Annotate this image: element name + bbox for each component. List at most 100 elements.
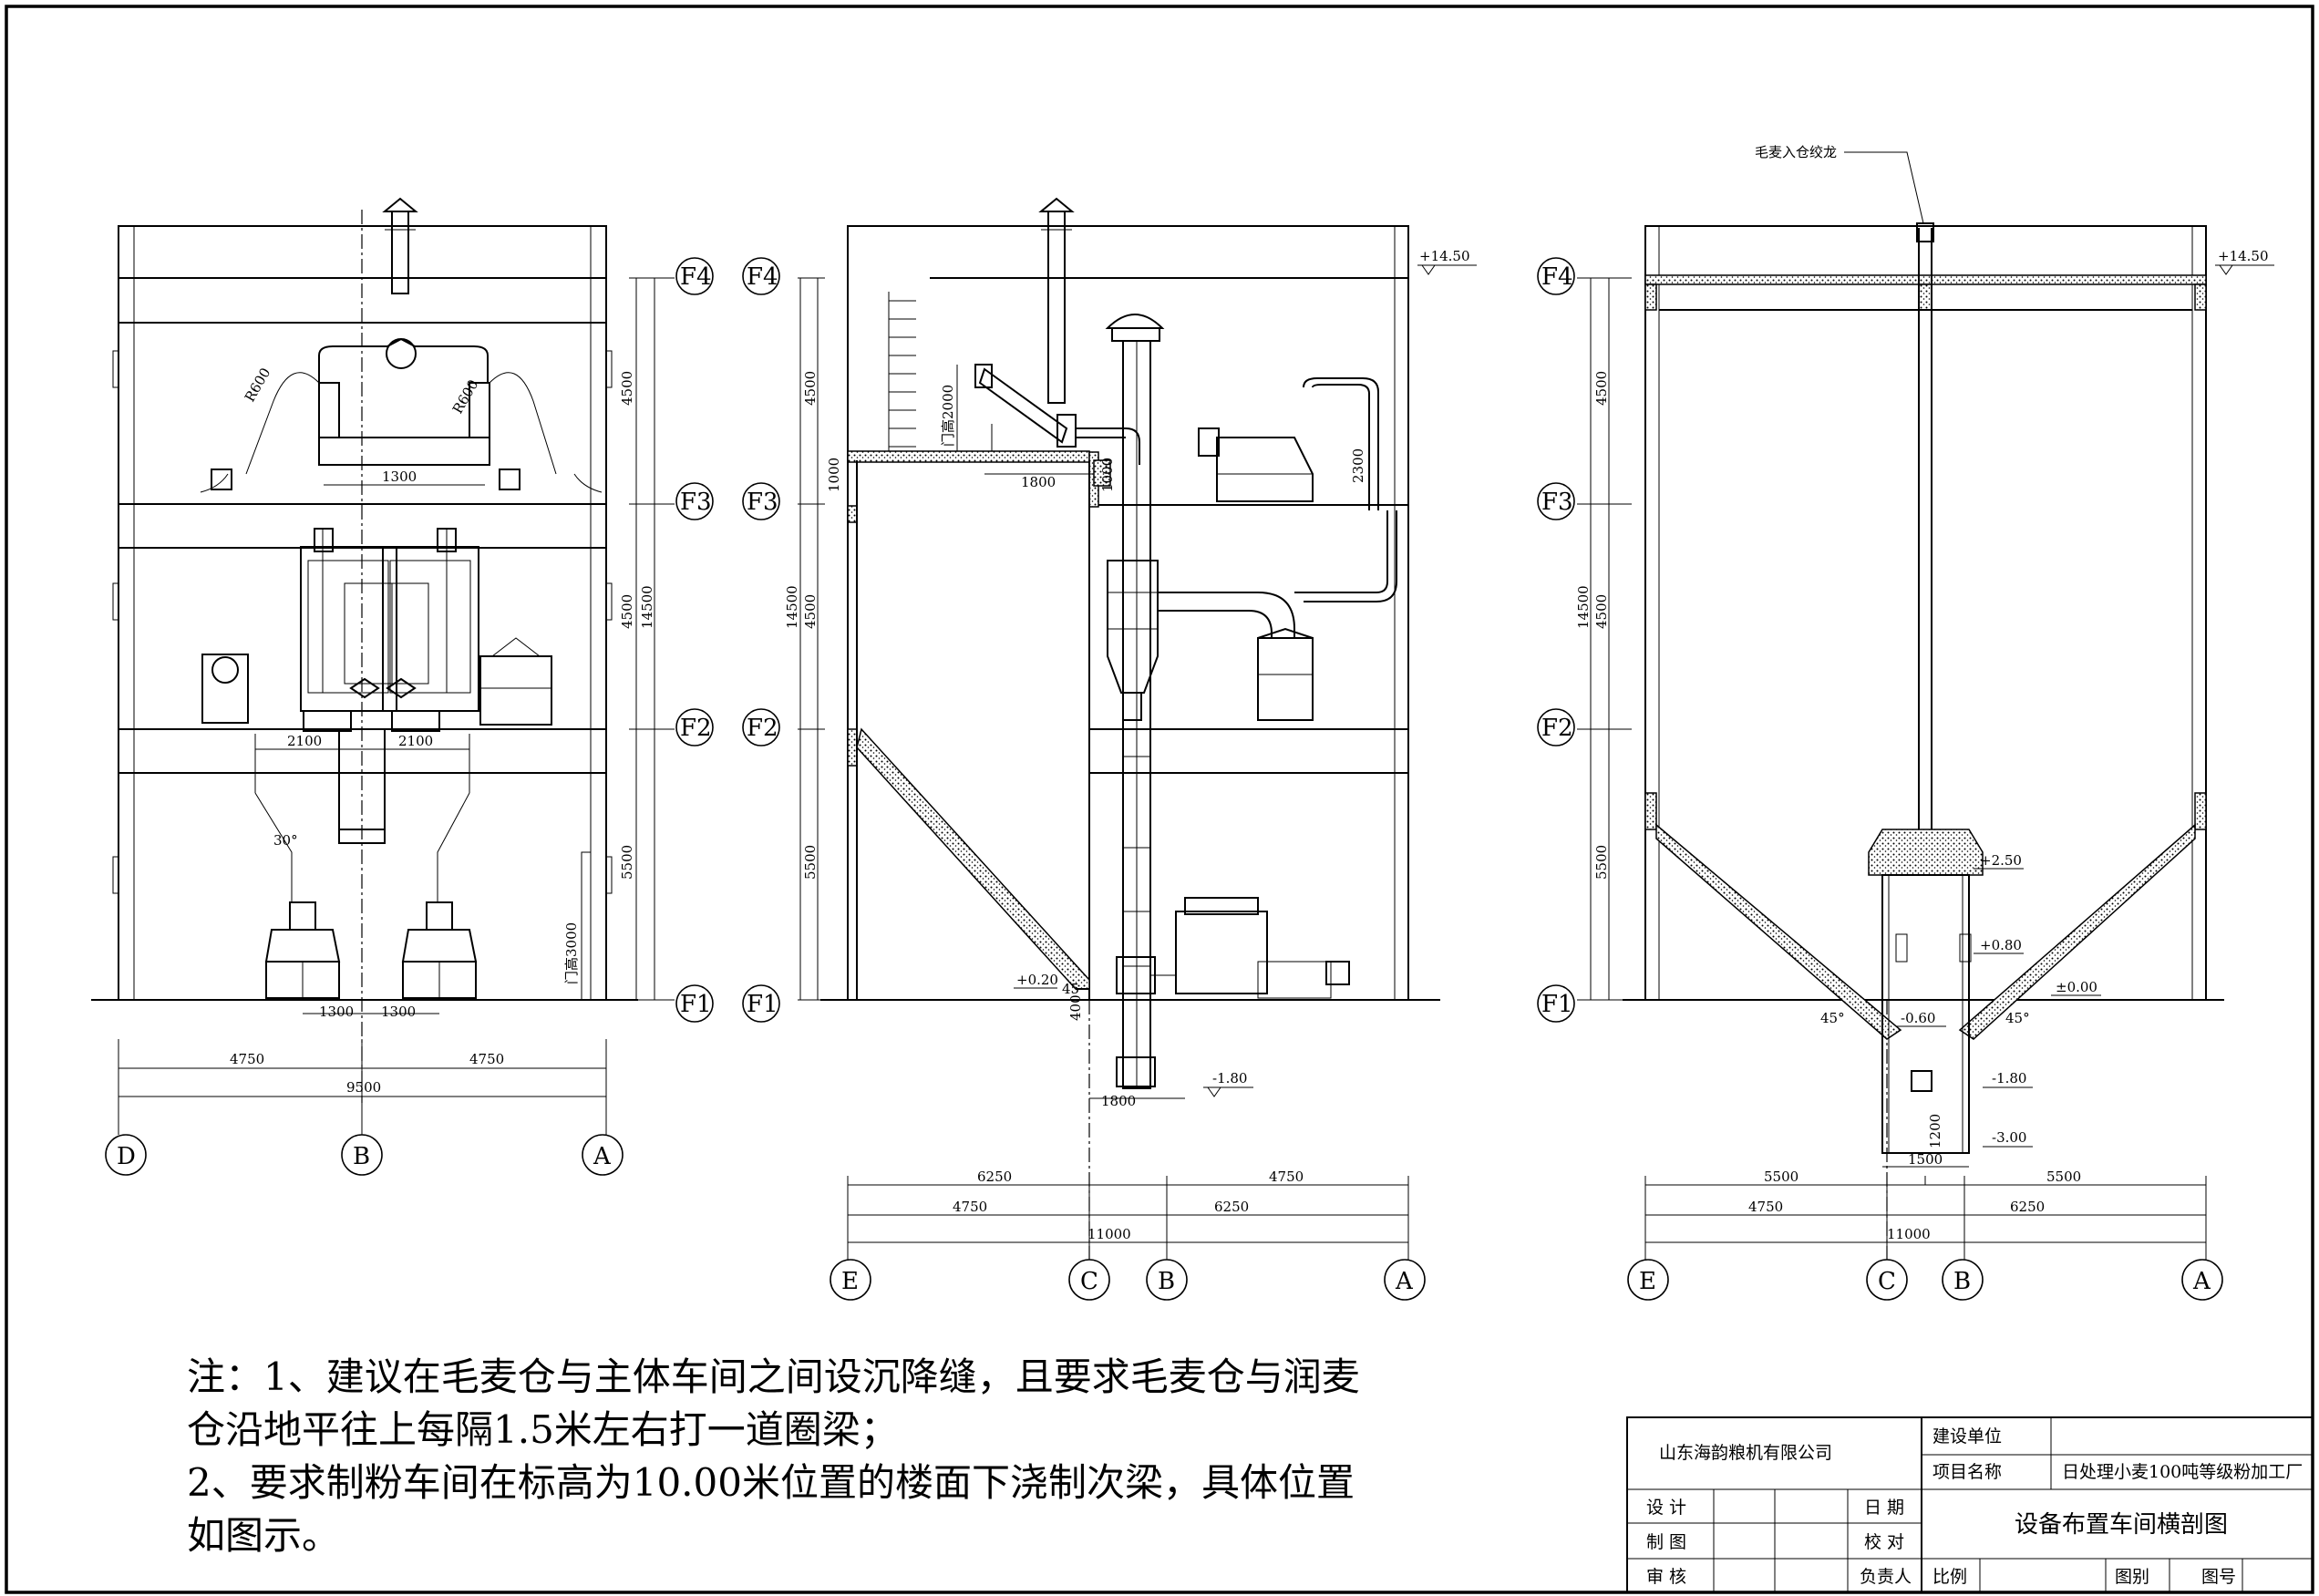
svg-text:E: E <box>841 1268 859 1295</box>
svg-text:F1: F1 <box>680 991 712 1018</box>
tb-number: 图号 <box>2201 1567 2236 1587</box>
svg-text:A: A <box>2192 1268 2211 1295</box>
svg-text:E: E <box>1639 1268 1656 1295</box>
dim-mid-4500-top: 4500 <box>802 371 819 406</box>
tb-project-value: 日处理小麦100吨等级粉加工厂 <box>2062 1462 2303 1482</box>
packer-right <box>401 901 478 999</box>
svg-text:A: A <box>593 1143 612 1170</box>
dim-mid-4750-top: 4750 <box>1269 1169 1304 1185</box>
axis-bubble-a-left: A <box>582 1134 624 1176</box>
dim-right-14500: 14500 <box>1575 585 1592 629</box>
axis-bubble-b-mid: B <box>1146 1259 1188 1301</box>
svg-text:F4: F4 <box>680 263 712 291</box>
dim-mid-2300: 2300 <box>1350 448 1366 483</box>
dim-mid-1000-right: 1000 <box>1099 458 1116 492</box>
svg-text:B: B <box>1158 1268 1175 1295</box>
svg-text:C: C <box>1878 1268 1896 1295</box>
svg-text:C: C <box>1080 1268 1098 1295</box>
note-line-1: 注：1、建议在毛麦仓与主体车间之间设沉降缝，且要求毛麦仓与润麦 <box>187 1354 1360 1399</box>
floor-bubble-f1-mid: F1 <box>742 984 780 1023</box>
dim-right-5500-l: 5500 <box>1764 1169 1799 1185</box>
floor-bubble-f3-mid: F3 <box>742 482 780 520</box>
dim-1300-bottom-right: 1300 <box>381 1004 416 1020</box>
tb-company: 山东海韵粮机有限公司 <box>1659 1443 1832 1463</box>
dim-right-5500-r: 5500 <box>2046 1169 2081 1185</box>
dim-mid-11000: 11000 <box>1087 1226 1131 1242</box>
floor-bubble-f4-left: F4 <box>675 257 714 295</box>
elev-right-top: +14.50 <box>2218 248 2269 264</box>
dim-right-11000: 11000 <box>1887 1226 1931 1242</box>
left-section: R600 R600 1300 2100 2100 <box>91 197 714 1176</box>
dim-right-6250: 6250 <box>2010 1199 2045 1215</box>
tb-review: 审 核 <box>1646 1567 1686 1587</box>
tb-drawing-title: 设备布置车间横剖图 <box>2015 1511 2228 1539</box>
elev-r-m300: -3.00 <box>1992 1129 2026 1146</box>
right-section: 4500 4500 5500 14500 F4 F3 F2 F1 毛麦入仓绞龙 <box>1537 144 2274 1301</box>
axis-bubble-e-mid: E <box>830 1259 871 1301</box>
floor-bubble-f3-right: F3 <box>1537 482 1575 520</box>
tb-date: 日 期 <box>1864 1498 1904 1518</box>
middle-section: 4500 4500 5500 14500 F4 F3 F2 F1 <box>742 197 1477 1301</box>
dim-1300-top: 1300 <box>382 469 417 485</box>
svg-text:D: D <box>117 1143 136 1170</box>
dim-9500: 9500 <box>346 1079 381 1096</box>
dim-left-4500-mid: 4500 <box>619 594 635 629</box>
label-door-3000: 门高3000 <box>563 922 580 984</box>
axis-bubble-e-right: E <box>1627 1259 1669 1301</box>
axis-bubble-d-left: D <box>105 1134 147 1176</box>
elev-r-m060: -0.60 <box>1901 1010 1935 1026</box>
note-line-2: 仓沿地平往上每隔1.5米左右打一道圈梁； <box>187 1407 899 1452</box>
svg-text:F2: F2 <box>1541 715 1573 742</box>
floor-bubble-f4-mid: F4 <box>742 257 780 295</box>
tb-design: 设 计 <box>1646 1498 1686 1518</box>
elev-mid-020: +0.20 <box>1016 972 1058 988</box>
dim-mid-1800-top: 1800 <box>1021 474 1056 490</box>
tb-category: 图别 <box>2115 1567 2149 1587</box>
dim-right-5500: 5500 <box>1593 845 1610 880</box>
dim-2100-left: 2100 <box>287 733 322 749</box>
tb-responsible: 负责人 <box>1860 1567 1912 1587</box>
svg-text:F1: F1 <box>747 991 778 1018</box>
axis-bubble-a-right: A <box>2181 1259 2223 1301</box>
axis-bubble-c-mid: C <box>1068 1259 1110 1301</box>
axis-bubble-b-left: B <box>341 1134 383 1176</box>
dim-mid-4500-mid: 4500 <box>802 594 819 629</box>
elev-r-080: +0.80 <box>1980 937 2022 953</box>
axis-bubble-c-right: C <box>1866 1259 1908 1301</box>
floor-bubble-f1-right: F1 <box>1537 984 1575 1023</box>
dim-right-1200: 1200 <box>1927 1114 1943 1148</box>
tb-client-label: 建设单位 <box>1932 1426 2002 1447</box>
callout-wheat-conveyor: 毛麦入仓绞龙 <box>1755 144 1837 160</box>
drawing-frame <box>5 5 2314 1594</box>
floor-bubble-f3-left: F3 <box>675 482 714 520</box>
floor-bubble-f2-left: F2 <box>675 708 714 747</box>
dim-left-5500: 5500 <box>619 845 635 880</box>
note-line-4: 如图示。 <box>187 1513 340 1558</box>
dim-right-45-r: 45° <box>2005 1010 2030 1026</box>
svg-text:F3: F3 <box>1541 489 1573 516</box>
dim-4750-b: 4750 <box>469 1051 504 1067</box>
notes-block: 注：1、建议在毛麦仓与主体车间之间设沉降缝，且要求毛麦仓与润麦 仓沿地平往上每隔… <box>187 1354 1360 1558</box>
title-block: 山东海韵粮机有限公司 设 计 制 图 审 核 日 期 校 对 负责人 建设单位 … <box>1626 1416 2314 1593</box>
svg-text:A: A <box>1395 1268 1414 1295</box>
packer-left <box>264 901 341 999</box>
tb-project-label: 项目名称 <box>1932 1462 2002 1482</box>
svg-text:F3: F3 <box>747 489 778 516</box>
svg-text:B: B <box>353 1143 370 1170</box>
floor-bubble-f4-right: F4 <box>1537 257 1575 295</box>
elev-r-250: +2.50 <box>1980 852 2022 869</box>
tb-scale: 比例 <box>1932 1567 1967 1587</box>
svg-text:F2: F2 <box>747 715 778 742</box>
dim-mid-400: 400 <box>1067 994 1084 1021</box>
dim-right-45-l: 45° <box>1820 1010 1845 1026</box>
dim-mid-6250-top: 6250 <box>977 1169 1012 1185</box>
dim-mid-6250-bottom: 6250 <box>1214 1199 1249 1215</box>
elev-r-000: ±0.00 <box>2056 979 2097 995</box>
dim-mid-4750-bottom: 4750 <box>953 1199 987 1215</box>
dim-2100-right: 2100 <box>398 733 433 749</box>
note-line-3: 2、要求制粉车间在标高为10.00米位置的楼面下浇制次梁，具体位置 <box>187 1460 1355 1505</box>
dim-4750-a: 4750 <box>230 1051 264 1067</box>
dim-mid-5500: 5500 <box>802 845 819 880</box>
axis-bubble-a-mid: A <box>1384 1259 1426 1301</box>
